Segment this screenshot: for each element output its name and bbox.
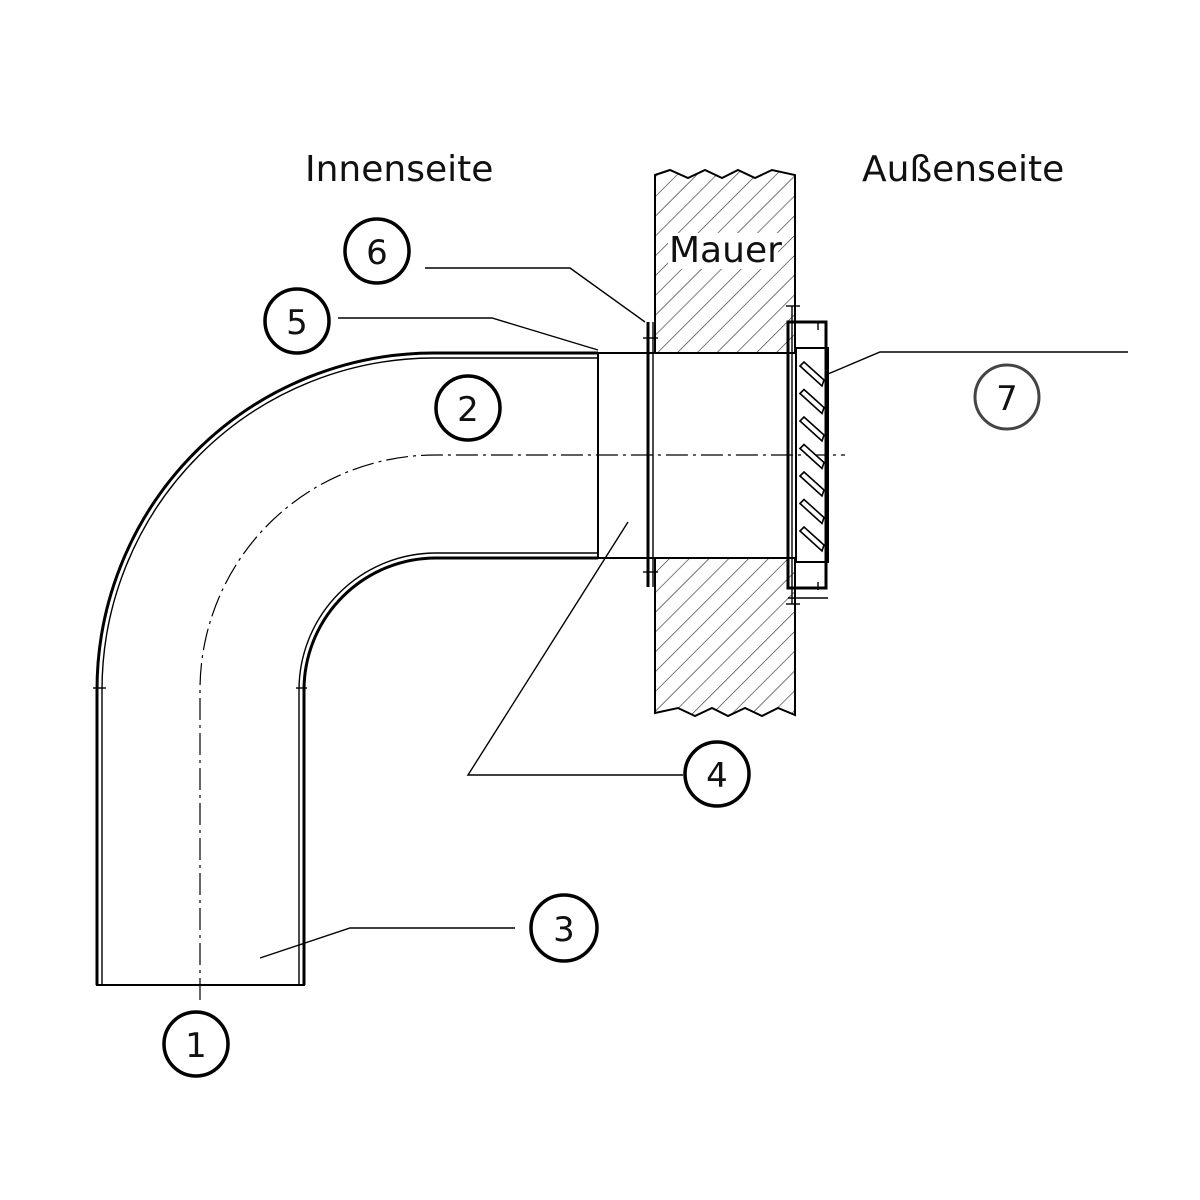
pipe-centerline: [199, 454, 845, 1000]
grille-slat: [798, 498, 825, 525]
leader-lines: [259, 267, 1128, 959]
grille-slat: [798, 388, 825, 415]
pipe-elbow: [93, 351, 598, 986]
grille-slat: [798, 470, 825, 498]
callout-6: 6: [343, 217, 411, 285]
callout-2-number: 2: [457, 390, 479, 430]
wall-label: Mauer: [669, 230, 782, 271]
callout-3: 3: [529, 893, 599, 963]
grille-slat: [798, 443, 825, 470]
callout-1-number: 1: [185, 1026, 207, 1066]
callout-7: 7: [973, 363, 1041, 431]
callout-4-number: 4: [706, 756, 728, 796]
callout-5-number: 5: [286, 303, 308, 343]
wall: Mauer: [653, 168, 796, 718]
callout-4: 4: [683, 740, 751, 808]
external-grille: [786, 305, 829, 605]
callout-3-number: 3: [553, 910, 575, 950]
grille-slat: [798, 360, 825, 388]
callout-1: 1: [162, 1010, 230, 1078]
inside-label: Innenseite: [305, 149, 493, 190]
callout-6-number: 6: [366, 233, 388, 273]
callout-7-number: 7: [996, 379, 1018, 419]
callout-5: 5: [263, 287, 331, 355]
grille-slat: [798, 415, 825, 443]
callout-2: 2: [434, 374, 502, 442]
grille-slat: [798, 525, 825, 553]
outside-label: Außenseite: [862, 149, 1064, 190]
